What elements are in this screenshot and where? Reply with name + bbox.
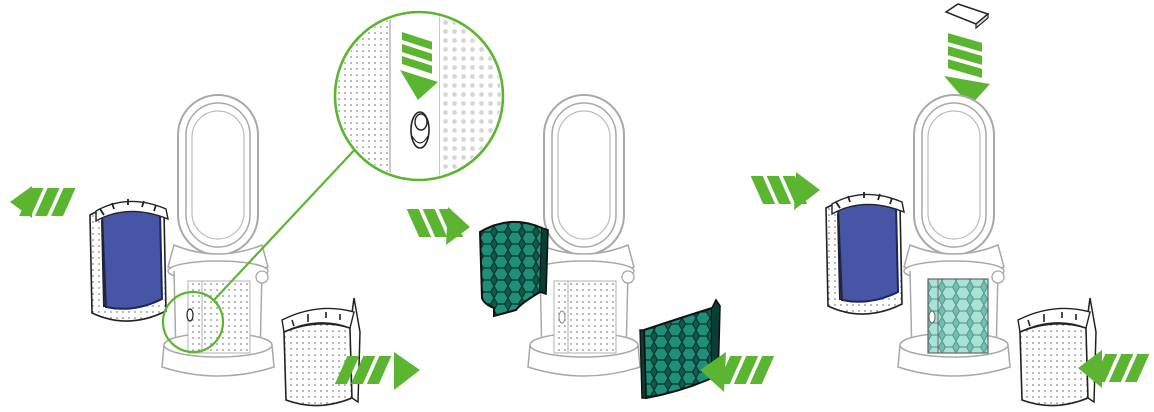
hepa-filter [826, 192, 904, 314]
outer-shell [282, 298, 360, 406]
hepa-filter [90, 199, 168, 321]
release-button-icon [411, 112, 429, 148]
step-3 [751, 4, 1150, 406]
filter-tab [946, 4, 988, 28]
carbon-filter [480, 222, 548, 316]
outer-shell [1018, 298, 1096, 406]
step-1 [10, 0, 540, 406]
purifier-body [162, 95, 274, 376]
arrow-icon [751, 172, 820, 210]
purifier-body [898, 95, 1010, 376]
arrow-icon [10, 186, 76, 218]
carbon-filter [640, 300, 720, 398]
arrow-icon [407, 207, 470, 245]
